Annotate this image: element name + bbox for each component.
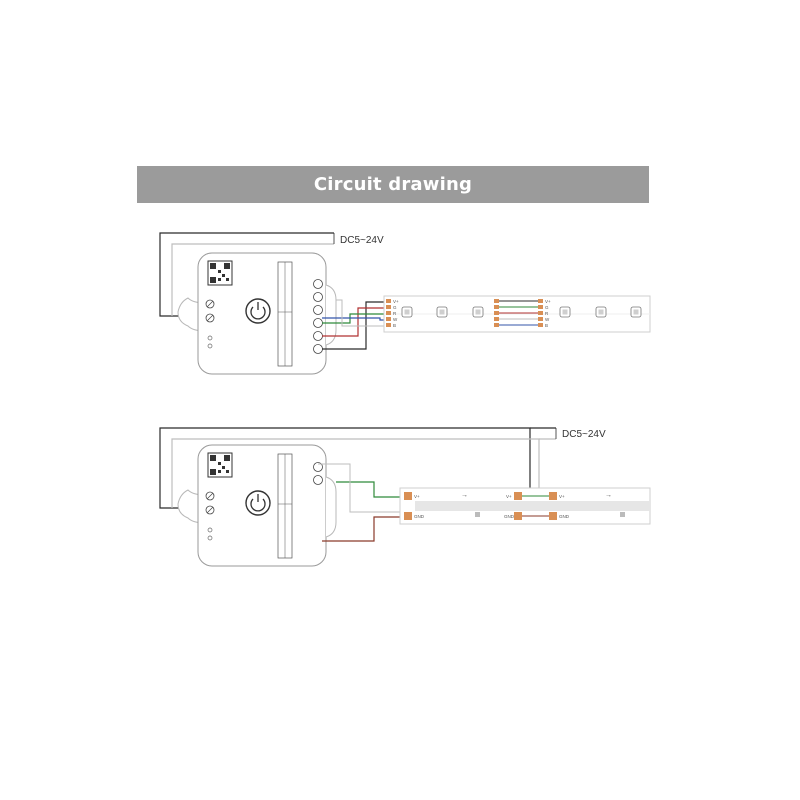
- strip-pin-label: G: [393, 305, 397, 310]
- direction-arrow-icon: →: [461, 492, 468, 499]
- strip-pin-label: W: [393, 317, 398, 322]
- strip-cut-point: V+ G R W B: [494, 299, 551, 328]
- strip-pin-label: V+: [414, 494, 420, 499]
- strip-pin-label: V+: [545, 299, 551, 304]
- diagram-rgbw: DC5~24V V+ G R: [159, 232, 651, 375]
- led-chip: [595, 306, 607, 318]
- wire-gray: [318, 463, 405, 513]
- strip-pin-label: V+: [506, 494, 512, 499]
- title-banner: Circuit drawing: [137, 166, 649, 203]
- strip-pin-label: GND: [559, 514, 570, 519]
- output-terminals: [313, 462, 323, 485]
- strip-pin-label: V+: [393, 299, 399, 304]
- strip-pin-label: B: [393, 323, 396, 328]
- strip-pads: [404, 492, 557, 520]
- led-chip: [559, 306, 571, 318]
- diagram-single-color: DC5~24V V+ GND V+ GND V+ GND: [159, 427, 651, 567]
- led-chip: [472, 306, 484, 318]
- strip-pin-label: G: [545, 305, 549, 310]
- strip-pin-label: GND: [504, 514, 515, 519]
- power-wire-black: [159, 232, 334, 317]
- strip-pads-left: [386, 299, 391, 327]
- strip-pin-label: R: [393, 311, 397, 316]
- direction-arrow-icon: →: [605, 492, 612, 499]
- strip-pin-label: B: [545, 323, 548, 328]
- strip-pin-label: R: [545, 311, 549, 316]
- cob-light-band: [415, 501, 650, 511]
- resistor-chip: [620, 512, 625, 517]
- power-label: DC5~24V: [562, 429, 606, 440]
- power-label: DC5~24V: [340, 235, 384, 246]
- wire-vplus: [336, 481, 405, 498]
- output-terminals: [313, 279, 323, 354]
- power-wire-gray: [171, 243, 334, 316]
- wire-red: [322, 307, 390, 337]
- resistor-chip: [475, 512, 480, 517]
- wire-vminus: [322, 516, 405, 542]
- controller-single: [177, 444, 337, 567]
- page-title: Circuit drawing: [313, 174, 473, 195]
- controller-rgbw: [177, 252, 337, 375]
- led-chip: [436, 306, 448, 318]
- wire-white: [336, 299, 390, 327]
- strip-pin-label: V+: [559, 494, 565, 499]
- strip-pin-label: GND: [414, 514, 425, 519]
- strip-pin-label: W: [545, 317, 550, 322]
- led-chip: [630, 306, 642, 318]
- led-chip: [401, 306, 413, 318]
